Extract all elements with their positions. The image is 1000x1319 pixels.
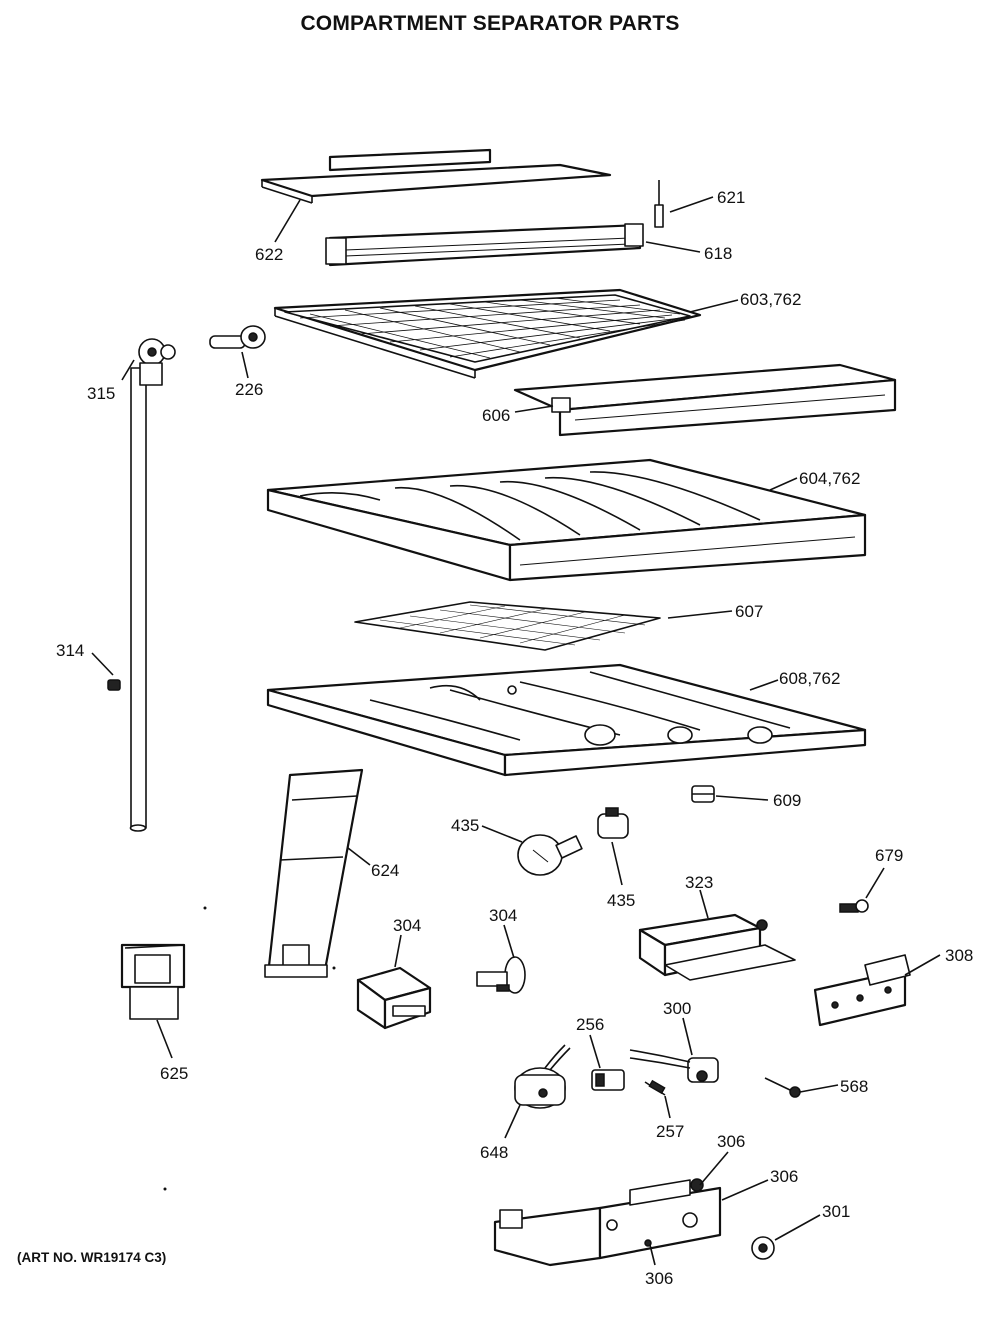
part-603-shelf xyxy=(273,288,702,379)
part-606-rail xyxy=(513,363,897,437)
leader-679 xyxy=(865,867,885,899)
callout-607: 607 xyxy=(735,602,763,621)
leader-256 xyxy=(589,1034,601,1069)
leader-604 xyxy=(769,477,798,491)
callout-306c: 306 xyxy=(645,1269,673,1288)
leader-568 xyxy=(799,1084,839,1093)
callout-648: 648 xyxy=(480,1143,508,1162)
callout-435b: 435 xyxy=(607,891,635,910)
part-323-thermostat xyxy=(638,913,796,981)
part-304-damper-control xyxy=(356,966,432,1030)
leader-323 xyxy=(699,889,709,919)
part-622-cover xyxy=(260,148,612,204)
leader-608 xyxy=(749,679,779,691)
callout-315: 315 xyxy=(87,384,115,403)
part-300-switch xyxy=(629,1049,719,1083)
callout-435a: 435 xyxy=(451,816,479,835)
part-308-bracket xyxy=(813,954,911,1027)
callout-301: 301 xyxy=(822,1202,850,1221)
leader-622 xyxy=(274,199,301,243)
callout-306b: 306 xyxy=(770,1167,798,1186)
part-257-screw xyxy=(644,1079,666,1096)
leader-304a xyxy=(394,934,402,968)
callout-256: 256 xyxy=(576,1015,604,1034)
callout-609: 609 xyxy=(773,791,801,810)
part-625-switch xyxy=(120,943,186,1020)
callout-679: 679 xyxy=(875,846,903,865)
callout-300: 300 xyxy=(663,999,691,1018)
callout-621: 621 xyxy=(717,188,745,207)
scan-dot xyxy=(163,1187,167,1191)
callout-323: 323 xyxy=(685,873,713,892)
part-609-clip xyxy=(691,785,715,803)
callout-624: 624 xyxy=(371,861,399,880)
callout-304b: 304 xyxy=(489,906,517,925)
callout-603: 603,762 xyxy=(740,290,801,309)
callout-625: 625 xyxy=(160,1064,188,1083)
leader-621 xyxy=(669,196,714,213)
part-568-screw xyxy=(764,1077,801,1098)
callout-308: 308 xyxy=(945,946,973,965)
leader-435b xyxy=(611,841,623,886)
leader-609 xyxy=(715,795,769,801)
leader-606 xyxy=(514,405,554,413)
part-304-knob xyxy=(476,956,526,994)
part-301-blade xyxy=(751,1236,775,1260)
callout-618: 618 xyxy=(704,244,732,263)
part-256-connector xyxy=(591,1069,625,1091)
callout-257: 257 xyxy=(656,1122,684,1141)
diagram-title: COMPARTMENT SEPARATOR PARTS xyxy=(300,12,680,35)
callout-568: 568 xyxy=(840,1077,868,1096)
leader-618 xyxy=(645,241,701,253)
callout-304a: 304 xyxy=(393,916,421,935)
part-306-bracket xyxy=(493,1178,722,1267)
leader-306c xyxy=(649,1244,656,1266)
callout-604: 604,762 xyxy=(799,469,860,488)
scan-dot xyxy=(332,966,336,970)
callout-608: 608,762 xyxy=(779,669,840,688)
leader-435a xyxy=(481,825,523,843)
leader-624 xyxy=(347,847,371,866)
callout-622: 622 xyxy=(255,245,283,264)
leader-603 xyxy=(689,299,739,313)
leader-257 xyxy=(664,1095,671,1119)
callout-226: 226 xyxy=(235,380,263,399)
part-226-knob xyxy=(209,325,266,349)
leader-308 xyxy=(904,954,941,976)
callout-306a: 306 xyxy=(717,1132,745,1151)
part-315-rod xyxy=(129,338,176,832)
part-604-separator-top xyxy=(266,458,867,582)
part-621-pin xyxy=(654,180,664,228)
leader-306a xyxy=(699,1151,729,1186)
scan-dot xyxy=(203,906,207,910)
part-435-bulb xyxy=(517,834,583,876)
leader-226 xyxy=(241,351,249,379)
art-number: (ART NO. WR19174 C3) xyxy=(17,1250,167,1265)
leader-314 xyxy=(91,652,114,676)
part-679-screw xyxy=(839,899,869,913)
leader-315 xyxy=(121,359,135,381)
leader-625 xyxy=(156,1019,173,1059)
part-314-clip xyxy=(107,679,121,691)
leader-306b xyxy=(721,1179,769,1201)
part-648-motor xyxy=(514,1044,571,1109)
part-608-separator-bottom xyxy=(266,663,867,777)
callout-606: 606 xyxy=(482,406,510,425)
leader-607 xyxy=(667,610,733,619)
callout-314: 314 xyxy=(56,641,84,660)
leader-648 xyxy=(504,1104,521,1139)
part-435-socket xyxy=(597,807,629,839)
part-618-rail xyxy=(325,223,644,267)
leader-300 xyxy=(682,1017,693,1056)
part-624-duct xyxy=(264,768,364,978)
leader-304b xyxy=(503,924,515,959)
leader-301 xyxy=(774,1214,821,1241)
part-607-mesh-pad xyxy=(354,601,661,651)
